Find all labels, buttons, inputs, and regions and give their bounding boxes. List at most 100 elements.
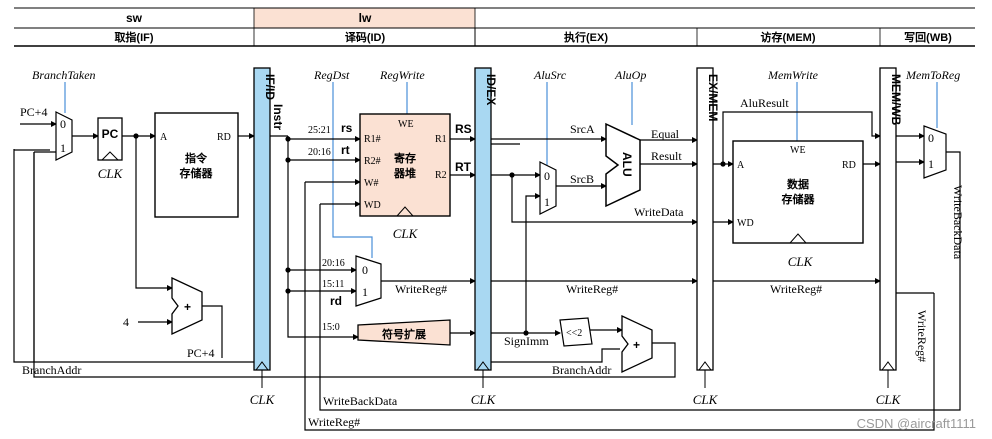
mem-wb-label: MEM/WB	[889, 74, 903, 126]
pc-plus4-in-label: PC+4	[20, 105, 47, 119]
RT-tag: RT	[455, 160, 472, 174]
mem-wb-clk: CLK	[876, 392, 902, 407]
alu-src-mux-1: 1	[544, 195, 550, 209]
instr-label: Instr	[271, 104, 285, 130]
regdst-mux: 0 1	[355, 255, 382, 307]
sign-imm-label: SignImm	[504, 334, 549, 348]
alu-result-label: AluResult	[740, 96, 789, 110]
branch-adder-plus: +	[633, 338, 640, 352]
alu-src-mux-0: 0	[544, 169, 550, 183]
mem-to-reg-label: MemToReg	[905, 68, 960, 82]
dmem-wd: WD	[737, 218, 754, 229]
header: sw lw 取指(IF) 译码(ID) 执行(EX) 访存(MEM) 写回(WB…	[14, 7, 975, 47]
pc-clk: CLK	[98, 166, 124, 181]
alu: ALU	[605, 122, 641, 208]
rt-bits: 20:16	[308, 147, 331, 158]
regdst-mux-0: 0	[362, 263, 368, 277]
ex-mem-label: EX/MEM	[706, 74, 720, 121]
regfile-we: WE	[398, 119, 414, 130]
reg-dst-label: RegDst	[313, 68, 350, 82]
junctions	[133, 133, 726, 336]
ex-mem-clk: CLK	[693, 392, 719, 407]
pipeline-registers: IF/ID ID/EX EX/MEM MEM/WB CLK CLK CLK CL…	[250, 67, 903, 407]
pc-adder: +	[171, 276, 203, 336]
sign-extend-label: 符号扩展	[382, 327, 427, 341]
pc-register: PC CLK	[97, 117, 124, 181]
id-ex-label: ID/EX	[484, 74, 498, 105]
imem-name-1: 指令	[185, 151, 208, 165]
stage-wb-label: 写回(WB)	[904, 30, 952, 44]
rd-bits: 15:11	[322, 279, 344, 290]
write-back-data-vert-label: WriteBackData	[951, 185, 965, 260]
regfile-r1n: R1#	[364, 134, 381, 145]
write-reg-wb-label: WriteReg#	[915, 310, 929, 362]
alu-src-mux: 0 1	[539, 161, 557, 215]
sign-extend: 符号扩展	[357, 319, 451, 346]
tab-lw[interactable]: lw	[359, 11, 372, 25]
regfile-wn: W#	[364, 178, 378, 189]
pc-mux: 0 1	[55, 111, 73, 161]
if-id-register	[253, 67, 271, 371]
if-id-clk: CLK	[250, 392, 276, 407]
regfile-name-2: 器堆	[393, 166, 416, 180]
regdst-mux-1: 1	[362, 285, 368, 299]
imem-name-2: 存储器	[180, 166, 214, 180]
stage-if-label: 取指(IF)	[114, 30, 153, 44]
write-data-label: WriteData	[634, 205, 684, 219]
alu-src-label: AluSrc	[533, 68, 567, 82]
RS-tag: RS	[455, 122, 472, 136]
dmem-name-1: 数据	[787, 177, 809, 191]
data-memory: WE A RD WD 数据 存储器 CLK	[732, 140, 864, 269]
dmem-we: WE	[790, 145, 806, 156]
dmem-clk: CLK	[788, 254, 814, 269]
rd-tag: rd	[330, 294, 342, 308]
src-b-label: SrcB	[570, 172, 594, 186]
rt-tag: rt	[341, 143, 350, 157]
rt-bits-2: 20:16	[322, 258, 345, 269]
control-labels: BranchTaken RegDst RegWrite AluSrc AluOp…	[32, 68, 960, 82]
branch-adder: +	[621, 314, 653, 374]
dmem-rd: RD	[842, 160, 856, 171]
if-id-label: IF/ID	[263, 74, 277, 100]
stage-ex-label: 执行(EX)	[564, 30, 608, 44]
rs-bits: 25:21	[308, 125, 331, 136]
wb-mux-1: 1	[928, 157, 934, 171]
regfile-r2n: R2#	[364, 156, 381, 167]
datapath-wires	[13, 111, 961, 431]
regfile-r2: R2	[435, 170, 447, 181]
rs-tag: rs	[341, 121, 353, 135]
id-ex-register	[474, 67, 492, 371]
write-reg-bottom-label: WriteReg#	[308, 415, 360, 429]
regfile-name-1: 寄存	[394, 151, 416, 165]
pc-plus4-out-label: PC+4	[187, 346, 214, 360]
shift-left-2: <<2	[559, 317, 593, 347]
wb-mux-0: 0	[928, 131, 934, 145]
mem-to-reg-mux: 0 1	[923, 125, 947, 179]
pc-mux-1: 1	[60, 141, 66, 155]
write-reg-mem-label: WriteReg#	[770, 282, 822, 296]
write-back-data-label: WriteBackData	[323, 394, 398, 408]
pc-adder-plus: +	[184, 300, 191, 314]
register-file: WE R1# R2# W# WD R1 R2 寄存 器堆 CLK	[359, 113, 451, 241]
reg-write-label: RegWrite	[379, 68, 425, 82]
write-reg-ex-label: WriteReg#	[566, 282, 618, 296]
watermark: CSDN @aircraft1111	[857, 416, 976, 431]
branch-addr-label-ex: BranchAddr	[552, 363, 611, 377]
stage-mem-label: 访存(MEM)	[761, 30, 816, 44]
tab-sw[interactable]: sw	[126, 11, 143, 25]
control-lines	[64, 82, 938, 258]
alu-op-label: AluOp	[614, 68, 646, 82]
stage-id-label: 译码(ID)	[345, 31, 386, 44]
imem-a-port: A	[160, 132, 168, 143]
result-label: Result	[651, 149, 682, 163]
pc-mux-0: 0	[60, 117, 66, 131]
dmem-a: A	[737, 160, 745, 171]
imem-rd-port: RD	[217, 132, 231, 143]
branch-addr-label-if: BranchAddr	[22, 363, 81, 377]
imm-bits: 15:0	[322, 322, 340, 333]
regfile-clk: CLK	[393, 226, 419, 241]
write-reg-id-label: WriteReg#	[395, 282, 447, 296]
src-a-label: SrcA	[570, 122, 595, 136]
lw-tab-highlight	[254, 8, 475, 28]
